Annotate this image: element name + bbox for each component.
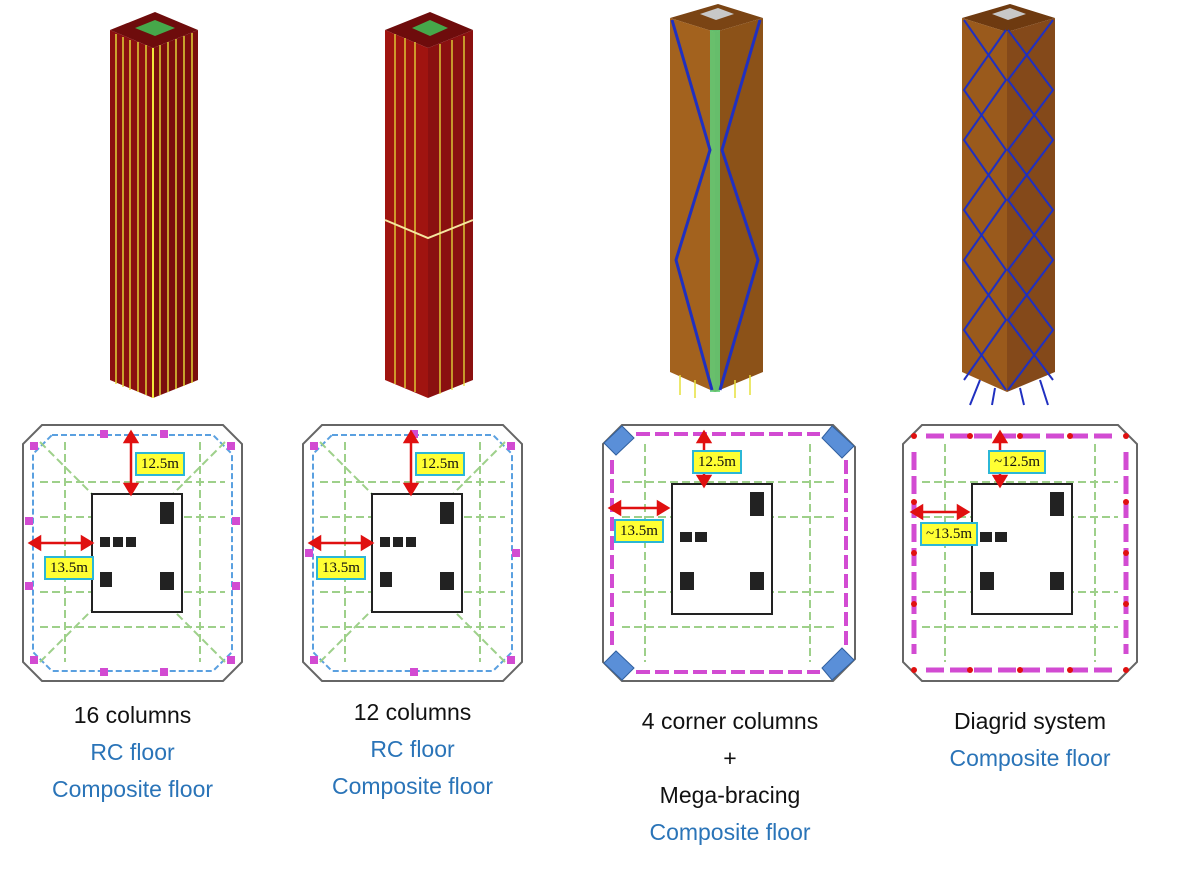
dimension-label-horizontal: 13.5m bbox=[44, 556, 94, 580]
caption-line-2: + bbox=[723, 745, 737, 771]
floor-plan-16-columns bbox=[22, 424, 243, 682]
dimension-label-horizontal: 13.5m bbox=[316, 556, 366, 580]
dimension-label-horizontal: ~13.5m bbox=[920, 522, 979, 546]
dimension-label-horizontal: 13.5m bbox=[614, 519, 664, 543]
dimension-label-vertical: 12.5m bbox=[135, 452, 185, 476]
caption-line-2: RC floor bbox=[90, 739, 175, 765]
scheme-corner-columns-mega-bracing: 12.5m 13.5m 4 corner columns + Mega-brac… bbox=[600, 0, 860, 882]
floor-plan-12-columns bbox=[302, 424, 523, 682]
caption-line-3: Composite floor bbox=[51, 776, 214, 802]
tower-3d-model-mega-bracing bbox=[670, 4, 763, 398]
scheme-16-columns: 12.5m 13.5m 16 columns RC floor Composit… bbox=[20, 0, 245, 882]
tower-3d-model-diagrid bbox=[962, 4, 1055, 406]
caption-line-3: Mega-bracing bbox=[659, 782, 801, 808]
caption-line-2: RC floor bbox=[370, 736, 455, 762]
caption-line-1: 16 columns bbox=[73, 702, 192, 728]
caption-line-1: 4 corner columns bbox=[641, 708, 819, 734]
tower-3d-model-16-columns bbox=[110, 12, 198, 398]
floor-plan-diagrid bbox=[902, 424, 1138, 682]
scheme-caption: 16 columns RC floor Composite floor bbox=[20, 700, 245, 811]
floor-plan-mega-bracing bbox=[602, 424, 856, 682]
dimension-label-vertical: 12.5m bbox=[692, 450, 742, 474]
caption-line-3: Composite floor bbox=[331, 773, 494, 799]
dimension-label-vertical: 12.5m bbox=[415, 452, 465, 476]
caption-line-1: 12 columns bbox=[353, 699, 472, 725]
tower-3d-model-12-columns bbox=[384, 12, 474, 398]
caption-line-4: Composite floor bbox=[649, 819, 811, 845]
scheme-12-columns: 12.5m 13.5m 12 columns RC floor Composit… bbox=[300, 0, 525, 882]
scheme-caption: Diagrid system Composite floor bbox=[900, 706, 1160, 780]
dimension-label-vertical: ~12.5m bbox=[988, 450, 1047, 474]
caption-line-1: Diagrid system bbox=[953, 708, 1107, 734]
scheme-caption: 12 columns RC floor Composite floor bbox=[300, 697, 525, 808]
caption-line-2: Composite floor bbox=[949, 745, 1111, 771]
scheme-caption: 4 corner columns + Mega-bracing Composit… bbox=[600, 706, 860, 854]
scheme-diagrid-system: ~12.5m ~13.5m Diagrid system Composite f… bbox=[900, 0, 1160, 882]
